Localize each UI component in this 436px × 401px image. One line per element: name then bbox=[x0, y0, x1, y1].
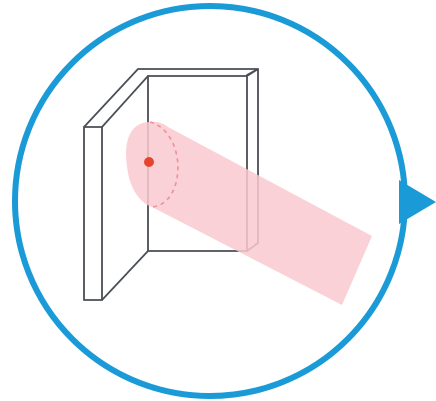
floor-edge bbox=[101, 250, 149, 301]
laser-beam bbox=[125, 121, 372, 305]
left-jamb bbox=[83, 126, 103, 301]
beam-shape bbox=[125, 121, 372, 305]
circular-frame bbox=[12, 3, 436, 399]
right-pointer-icon bbox=[399, 180, 436, 224]
laser-dot bbox=[144, 157, 154, 167]
top-inner-edge bbox=[101, 75, 149, 128]
beam-section-dashed bbox=[149, 121, 179, 208]
